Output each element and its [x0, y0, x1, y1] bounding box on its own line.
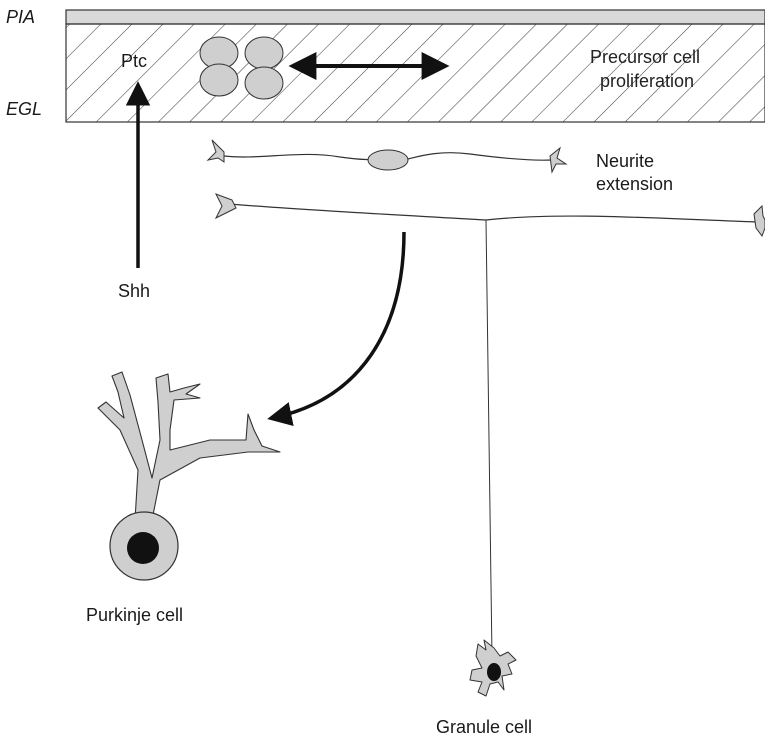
label-pia: PIA: [6, 6, 35, 28]
purkinje-cell: [98, 372, 280, 580]
precursor-cell: [245, 67, 283, 99]
curved-arrow-to-purkinje: [272, 232, 404, 418]
label-egl: EGL: [6, 98, 42, 120]
pia-layer: [66, 10, 765, 24]
granule-cell: [470, 640, 516, 696]
precursor-cell: [245, 37, 283, 69]
precursor-cell: [200, 64, 238, 96]
label-granule-cell: Granule cell: [436, 716, 532, 738]
label-precursor-line1: Precursor cell: [590, 46, 700, 68]
growth-cone-left: [208, 140, 224, 162]
label-neurite-line2: extension: [596, 173, 673, 195]
label-neurite-line1: Neurite: [596, 150, 654, 172]
granule-nucleus: [487, 663, 501, 681]
label-ptc: Ptc: [121, 50, 147, 72]
granule-axon: [486, 220, 492, 658]
growth-cone-right: [754, 206, 765, 236]
growth-cone-left: [216, 194, 236, 218]
purkinje-dendrites: [98, 372, 280, 520]
growth-cone-right: [550, 148, 566, 172]
parallel-fiber: [216, 194, 765, 658]
bipolar-neurite-upper: [208, 140, 566, 172]
label-shh: Shh: [118, 280, 150, 302]
migrating-soma: [368, 150, 408, 170]
label-precursor-line2: proliferation: [600, 70, 694, 92]
label-purkinje-cell: Purkinje cell: [86, 604, 183, 626]
purkinje-nucleus: [127, 532, 159, 564]
